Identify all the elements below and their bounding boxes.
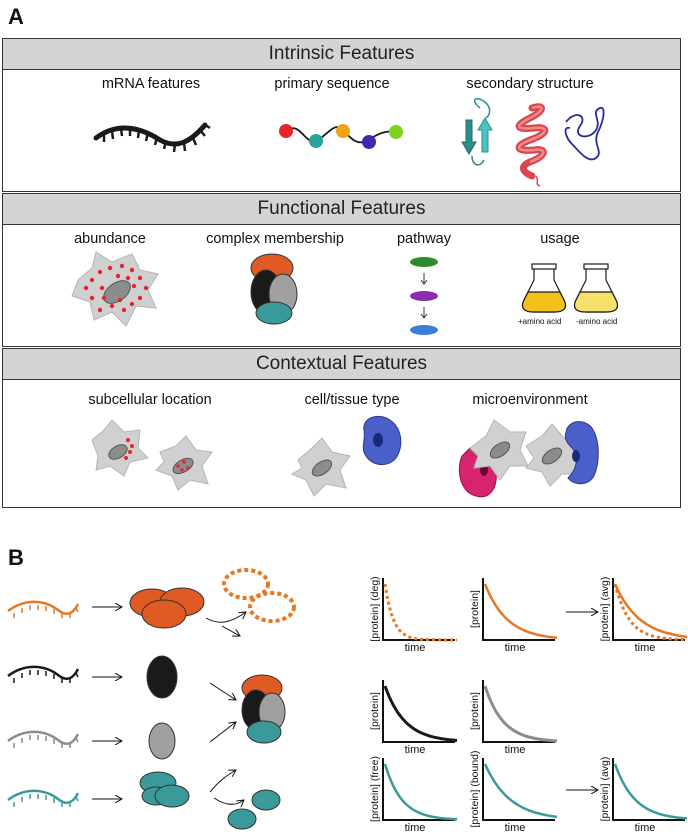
gray-mrna-icon [7, 730, 80, 748]
abundance-label: abundance [74, 231, 146, 247]
decay-curve-6 [383, 763, 458, 821]
intrinsic-features-header: Intrinsic Features [3, 39, 680, 70]
flask-plus-icon [521, 263, 567, 313]
free-teal-protein-icons [227, 789, 281, 830]
decay-plot-1: time [protein] (deg) [369, 576, 457, 654]
primary-sequence-icon [279, 124, 403, 149]
decay-curve-1 [383, 583, 457, 642]
contextual-features-header: Contextual Features [3, 349, 680, 380]
y-axis-label-1: [protein] (deg) [369, 576, 381, 641]
usage-label: usage [540, 231, 580, 247]
y-axis-label-3: [protein] (avg) [599, 577, 611, 642]
x-axis-label-1: time [405, 642, 426, 654]
intrinsic-features-box: Intrinsic Features [2, 38, 681, 192]
y-axis-label-8: [protein] (avg) [599, 757, 611, 822]
decay-curve-4 [383, 685, 458, 742]
decay-plot-7: time [protein] (bound) [469, 750, 558, 834]
decay-plot-5: time [protein] [469, 680, 558, 756]
y-axis-label-6: [protein] (free) [369, 756, 381, 822]
x-axis-label-4: time [405, 744, 426, 756]
decay-curve-2 [483, 583, 558, 640]
panel-b-letter: B [8, 545, 24, 570]
x-axis-label-5: time [505, 744, 526, 756]
random-coil-icon [564, 107, 605, 161]
subcellular-location-label: subcellular location [88, 392, 212, 408]
y-axis-label-7: [protein] (bound) [469, 750, 481, 827]
protein-complex-icon [250, 253, 298, 325]
pathway-label: pathway [396, 231, 451, 247]
x-axis-label-6: time [405, 822, 426, 834]
assembled-complex-icon [241, 674, 286, 744]
secondary-structure-label: secondary structure [466, 76, 594, 92]
beta-sheet-icon [461, 97, 493, 166]
functional-features-header: Functional Features [3, 194, 680, 225]
alpha-helix-icon [515, 103, 549, 187]
gray-cell-icon [290, 437, 351, 497]
black-protein-icon [146, 655, 178, 699]
cell-tissue-type-label: cell/tissue type [304, 392, 400, 408]
complex-membership-label: complex membership [206, 231, 344, 247]
result-arrows [566, 612, 598, 790]
teal-fate-arrows [209, 770, 244, 804]
micro-gray-cell-1-icon [469, 419, 529, 481]
abundance-cell-icon [71, 251, 159, 327]
orange-mrna-icon [7, 600, 80, 618]
decay-plot-6: time [protein] (free) [369, 756, 458, 834]
y-axis-label-2: [protein] [469, 590, 481, 628]
decay-curve-5 [483, 685, 558, 743]
mrna-strand-icon [93, 122, 211, 153]
micro-blue-cell-icon [564, 421, 599, 485]
assembly-arrows [209, 682, 236, 743]
teal-mrna-icon [7, 789, 80, 807]
subcellular-cell-2-icon [155, 435, 213, 491]
primary-sequence-label: primary sequence [274, 76, 390, 92]
plus-amino-acid-label: +amino acid [518, 317, 562, 326]
decay-curve-solid-3 [613, 583, 688, 639]
y-axis-label-4: [protein] [369, 692, 381, 730]
decay-plot-3: time [protein] (avg) [599, 577, 688, 654]
x-axis-label-3: time [635, 642, 656, 654]
panel-a-letter: A [8, 4, 24, 29]
flask-minus-icon [573, 263, 619, 313]
orange-protein-cluster-icon [129, 587, 205, 629]
degraded-protein-icons [222, 568, 296, 623]
degradation-arrows [205, 612, 246, 636]
gray-protein-icon [148, 722, 176, 760]
black-mrna-icon [7, 665, 80, 683]
x-axis-label-2: time [505, 642, 526, 654]
pathway-icon [410, 257, 438, 335]
subcellular-cell-1-icon [91, 419, 149, 477]
x-axis-label-7: time [505, 822, 526, 834]
blue-cell-icon [362, 415, 402, 465]
minus-amino-acid-label: -amino acid [576, 317, 618, 326]
teal-protein-cluster-icon [139, 771, 190, 808]
decay-curve-8 [613, 763, 688, 820]
x-axis-label-8: time [635, 822, 656, 834]
decay-plot-4: time [protein] [369, 680, 458, 756]
decay-curve-7 [483, 763, 558, 819]
decay-curve-3 [613, 583, 687, 642]
mrna-features-label: mRNA features [101, 76, 201, 92]
decay-plot-2: time [protein] [469, 578, 558, 654]
y-axis-label-5: [protein] [469, 692, 481, 730]
decay-plot-8: time [protein] (avg) [599, 757, 688, 834]
translation-arrows [92, 607, 122, 799]
microenvironment-label: microenvironment [472, 392, 588, 408]
